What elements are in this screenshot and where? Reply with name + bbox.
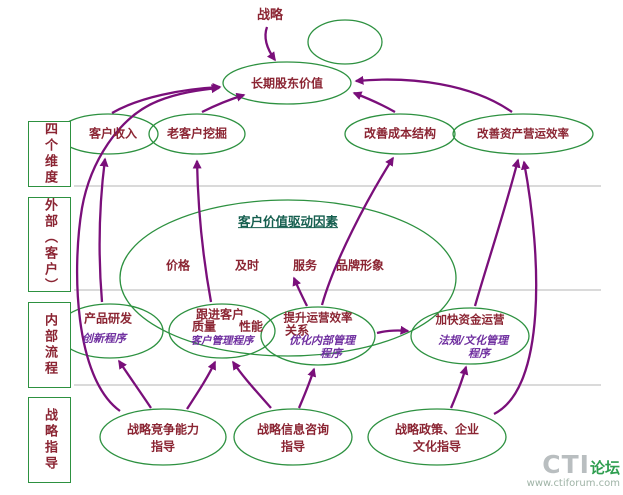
customer-value-driver-ellipse [119,199,457,357]
perspective-label: 四个维度 [42,122,57,186]
strategy-information-line1: 战略信息咨询 [256,422,330,437]
product-rd-sub-label: 创新程序 [82,331,126,345]
attr-service-label: 服务 [292,258,318,273]
arrow-policy-to-capital [449,365,469,409]
perspective-label: 内部流程 [42,313,57,377]
empty-ellipse [307,19,383,65]
arrow-follow-to-oldcustomer [192,159,213,303]
arrow-information-to-operation [297,367,317,409]
cost-structure-label: 改善成本结构 [363,126,437,141]
arrow-oldcustomer-to-shareholder [201,92,246,114]
operation-efficiency-sub1-label: 优化内部管理 [289,333,355,347]
arrow-operation-to-value-driver [292,276,309,307]
follow-customer-label: 跟进客户 [195,307,245,322]
arrow-revenue-to-shareholder [111,82,222,114]
operation-efficiency-label: 提升运营效率 [283,310,353,325]
arrow-competition-to-follow [186,360,217,410]
old-customer-mining-label: 老客户挖掘 [166,126,228,141]
watermark-brand: CTI [542,450,590,479]
perspective-label: 外部（客户） [42,198,57,294]
arrow-product-to-revenue [98,157,109,303]
attr-quality-label: 质量 [191,319,217,334]
cost-structure-ellipse [344,113,456,155]
arrow-cost-to-shareholder [352,91,396,113]
attr-price-label: 价格 [165,258,191,273]
arrow-capital-to-asset [473,158,521,307]
capital-operation-ellipse [410,307,530,365]
operation-efficiency-sub2-label: 程序 [320,346,342,360]
operation-efficiency-ellipse [260,306,376,366]
shareholder-value-label: 长期股东价值 [250,76,324,91]
arrow-competition-to-product [118,359,152,409]
attr-timeliness-label: 及时 [234,258,260,273]
customer-value-driver-title: 客户价值驱动因素 [237,214,339,230]
perspective-box-internal-process: 内部流程 [28,302,71,388]
strategy-competition-line1: 战略竞争能力 [126,422,200,437]
watermark: CTI论坛 www.ctiforum.com [505,452,620,489]
asset-efficiency-ellipse [452,113,594,155]
follow-customer-sub-label: 客户管理程序 [190,335,254,348]
capital-operation-sub1-label: 法规/文化管理 [437,333,509,347]
old-customer-mining-ellipse [148,113,246,155]
attr-brand-image-label: 品牌形象 [335,258,385,273]
strategy-competition-ellipse [99,408,227,466]
arrow-strategy-to-shareholder [264,26,276,62]
strategy-policy-line2: 文化指导 [412,439,462,454]
watermark-brand-suffix: 论坛 [589,459,620,477]
capital-operation-label: 加快资金运营 [435,312,505,327]
arrow-operation-to-cost [320,156,394,306]
strategy-information-line2: 指导 [280,439,306,454]
customer-revenue-label: 客户收入 [88,126,138,141]
arrow-policy-right-arc-to-asset [493,160,538,416]
asset-efficiency-label: 改善资产营运效率 [477,126,569,141]
arrow-operation-to-capital [376,325,410,335]
capital-operation-sub2-label: 程序 [468,346,490,360]
arrow-left-long-arc [75,84,221,412]
attr-relationship-label: 关系 [284,323,310,338]
strategy-policy-ellipse [367,408,507,466]
strategy-policy-line1: 战略政策、企业 [394,422,480,437]
shareholder-value-ellipse [222,61,352,105]
strategy-competition-line2: 指导 [150,439,176,454]
watermark-url: www.ctiforum.com [526,478,620,489]
perspective-label: 战略指导 [42,408,57,472]
arrow-asset-to-shareholder [354,75,513,113]
perspective-box-strategy-guidance: 战略指导 [28,397,71,483]
attr-performance-label: 性能 [238,319,264,334]
perspective-box-four-dimensions: 四个维度 [28,121,71,187]
product-rd-label: 产品研发 [83,311,133,326]
strategy-title: 战略 [256,7,284,23]
perspective-box-external-customer: 外部（客户） [28,197,71,294]
arrow-information-to-follow [232,360,272,409]
follow-customer-ellipse [168,303,276,359]
strategy-information-ellipse [233,408,353,466]
